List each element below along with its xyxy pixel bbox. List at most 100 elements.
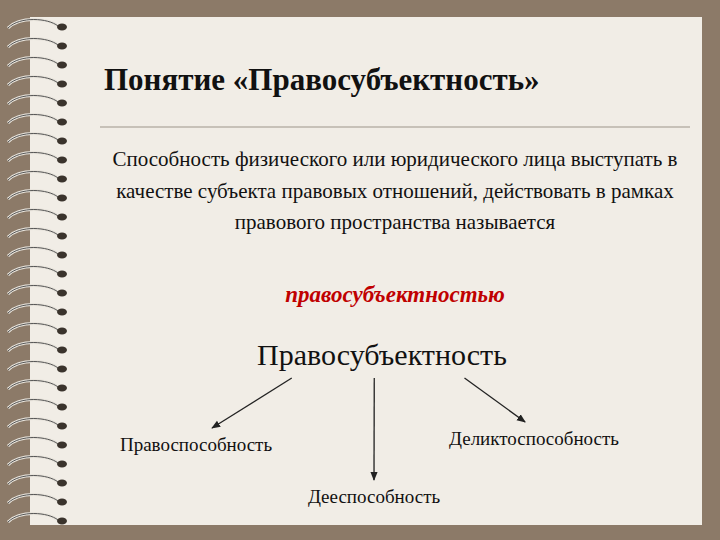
ring-wire	[8, 400, 58, 409]
ring-wire	[8, 324, 58, 333]
ring-shadow	[8, 77, 58, 86]
spiral-ring	[8, 77, 67, 88]
spiral-ring	[8, 514, 67, 525]
slide-title: Понятие «Правосубъектность»	[104, 62, 540, 98]
arrow-connector	[373, 378, 375, 480]
ring-shadow	[8, 343, 58, 352]
definition-text: Способность физического или юридического…	[100, 144, 690, 239]
punch-hole	[57, 290, 67, 297]
ring-wire	[8, 381, 58, 390]
punch-hole	[57, 233, 67, 240]
punch-hole	[57, 423, 67, 430]
ring-shadow	[8, 400, 58, 409]
ring-shadow	[8, 438, 58, 447]
ring-shadow	[8, 96, 58, 105]
punch-hole	[57, 119, 67, 126]
component-term: Деликтоспособность	[445, 426, 623, 452]
punch-hole	[57, 176, 67, 183]
punch-hole	[57, 499, 67, 506]
spiral-ring	[8, 362, 67, 373]
ring-wire	[8, 419, 58, 428]
ring-wire	[8, 286, 58, 295]
ring-wire	[8, 39, 58, 48]
ring-wire	[8, 153, 58, 162]
ring-wire	[8, 343, 58, 352]
term-text: Правоспособность	[120, 434, 272, 456]
ring-shadow	[8, 20, 58, 29]
punch-hole	[57, 252, 67, 259]
component-term: Дееспособность	[304, 484, 444, 510]
ring-wire	[8, 210, 58, 219]
spiral-ring	[8, 153, 67, 164]
ring-wire	[8, 77, 58, 86]
punch-hole	[57, 157, 67, 164]
ring-shadow	[8, 172, 58, 181]
spiral-ring	[8, 39, 67, 50]
defined-term: правосубъектностью	[100, 280, 690, 310]
term-text: Дееспособность	[308, 486, 440, 508]
punch-hole	[57, 366, 67, 373]
ring-wire	[8, 58, 58, 67]
punch-hole	[57, 100, 67, 107]
spiral-ring	[8, 343, 67, 354]
ring-shadow	[8, 210, 58, 219]
root-term: Правосубъектность	[253, 336, 511, 374]
spiral-ring	[8, 438, 67, 449]
spiral-ring	[8, 419, 67, 430]
term-text: Деликтоспособность	[449, 428, 619, 450]
ring-shadow	[8, 495, 58, 504]
ring-shadow	[8, 324, 58, 333]
spiral-ring	[8, 20, 67, 31]
ring-shadow	[8, 362, 58, 371]
ring-shadow	[8, 58, 58, 67]
ring-wire	[8, 248, 58, 257]
punch-hole	[57, 461, 67, 468]
spiral-ring	[8, 457, 67, 468]
ring-wire	[8, 476, 58, 485]
punch-hole	[57, 271, 67, 278]
ring-shadow	[8, 419, 58, 428]
spiral-ring	[8, 229, 67, 240]
spiral-ring	[8, 134, 67, 145]
ring-shadow	[8, 153, 58, 162]
punch-hole	[57, 138, 67, 145]
spiral-ring	[8, 324, 67, 335]
ring-shadow	[8, 191, 58, 200]
ring-wire	[8, 115, 58, 124]
ring-shadow	[8, 39, 58, 48]
ring-wire	[8, 134, 58, 143]
punch-hole	[57, 24, 67, 31]
spiral-ring	[8, 476, 67, 487]
spiral-ring	[8, 210, 67, 221]
punch-hole	[57, 309, 67, 316]
arrow-connector	[464, 378, 525, 422]
term-text: Правосубъектность	[257, 338, 507, 372]
spiral-ring	[8, 286, 67, 297]
ring-wire	[8, 267, 58, 276]
spiral-ring	[8, 267, 67, 278]
ring-shadow	[8, 381, 58, 390]
ring-wire	[8, 96, 58, 105]
ring-shadow	[8, 134, 58, 143]
ring-shadow	[8, 286, 58, 295]
punch-hole	[57, 214, 67, 221]
punch-hole	[57, 43, 67, 50]
ring-wire	[8, 495, 58, 504]
spiral-ring	[8, 381, 67, 392]
spiral-ring	[8, 172, 67, 183]
punch-hole	[57, 195, 67, 202]
ring-shadow	[8, 115, 58, 124]
ring-wire	[8, 362, 58, 371]
punch-hole	[57, 404, 67, 411]
arrow-connector	[212, 378, 292, 428]
punch-hole	[57, 385, 67, 392]
ring-wire	[8, 172, 58, 181]
ring-wire	[8, 438, 58, 447]
component-term: Правоспособность	[116, 432, 276, 458]
punch-hole	[57, 518, 67, 525]
ring-wire	[8, 457, 58, 466]
punch-hole	[57, 347, 67, 354]
punch-hole	[57, 62, 67, 69]
